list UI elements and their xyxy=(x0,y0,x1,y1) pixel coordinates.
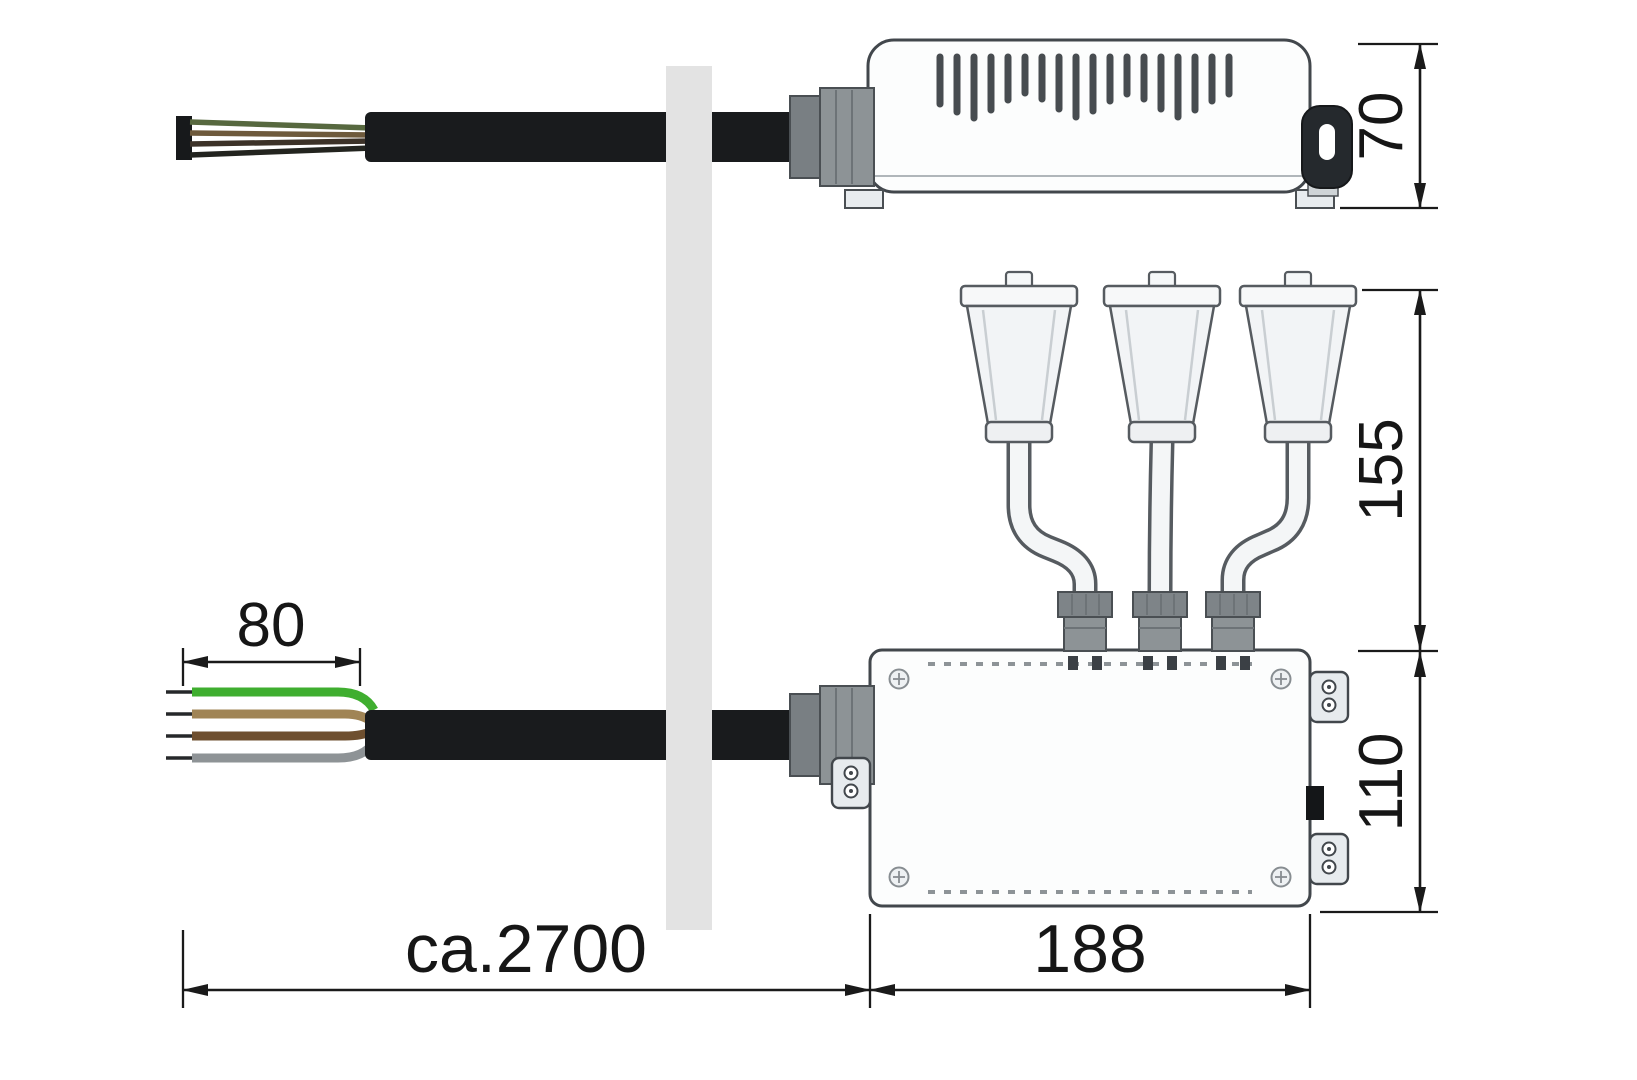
side-view-assembly xyxy=(176,38,1353,209)
mark xyxy=(1167,656,1177,670)
dimension-label-box-width: 188 xyxy=(1033,911,1146,987)
tube-2 xyxy=(1151,441,1171,597)
tube-3 xyxy=(1224,442,1307,596)
device-body xyxy=(866,38,1312,194)
mark xyxy=(1092,656,1102,670)
cable-gland-side xyxy=(789,87,875,187)
mark xyxy=(1216,656,1226,670)
tube-1 xyxy=(1010,442,1094,596)
dimension-label-device-height: 70 xyxy=(1347,92,1416,161)
mark xyxy=(1068,656,1078,670)
stripped-wires-side xyxy=(189,119,373,158)
dimension-188: 188 xyxy=(869,911,1312,1008)
connector-hood-1 xyxy=(959,270,1079,444)
gland-mount-marks xyxy=(1068,656,1250,670)
wire-brown-light xyxy=(192,709,375,726)
wire-gray xyxy=(192,739,378,763)
junction-box xyxy=(868,648,1312,908)
corner-screw-bl xyxy=(888,866,910,888)
wire-green xyxy=(189,119,373,131)
dimension-label-cable-length: ca.2700 xyxy=(405,911,647,987)
mounting-foot-left xyxy=(844,189,884,209)
side-clip-right-top xyxy=(1308,670,1350,724)
ventilation-slots xyxy=(936,53,1233,122)
mark xyxy=(1143,656,1153,670)
cable-gland-top-1 xyxy=(1057,591,1113,652)
corner-screw-br xyxy=(1270,866,1292,888)
wire-gray xyxy=(189,145,373,158)
corner-screw-tr xyxy=(1270,668,1292,690)
end-connector xyxy=(1301,105,1353,197)
wire-brown-dark xyxy=(189,138,373,147)
side-port xyxy=(1306,786,1324,820)
dimension-70: 70 xyxy=(1340,42,1438,210)
connector-hood-3 xyxy=(1238,270,1358,444)
dimension-80: 80 xyxy=(181,591,362,686)
dimension-label-box-height: 110 xyxy=(1347,733,1416,832)
dimension-label-connector-height: 155 xyxy=(1347,418,1416,521)
dimension-155: 155 xyxy=(1347,288,1438,653)
wire-brown-light xyxy=(189,130,373,138)
cable-side-view xyxy=(365,112,800,162)
cable-break-bar xyxy=(666,66,712,930)
connector-tubes xyxy=(1006,441,1311,597)
wire-green xyxy=(192,687,378,713)
corner-screw-tl xyxy=(888,668,910,690)
side-clip-left xyxy=(830,756,872,810)
dimension-label-wire-strip: 80 xyxy=(237,591,306,660)
end-connector-slot xyxy=(1319,124,1335,160)
cable-top-view xyxy=(365,710,800,760)
dimension-ca2700: ca.2700 xyxy=(181,911,872,1008)
wire-end-block xyxy=(176,116,192,160)
dimension-110: 110 xyxy=(1320,651,1438,914)
top-view-assembly xyxy=(166,270,1358,908)
cable-gland-top-2 xyxy=(1132,591,1188,652)
wire-brown-dark xyxy=(192,726,375,741)
side-clip-right-bottom xyxy=(1308,832,1350,886)
stripped-wires-top xyxy=(166,687,378,763)
cable-gland-top-3 xyxy=(1205,591,1261,652)
mark xyxy=(1240,656,1250,670)
connector-hood-2 xyxy=(1102,270,1222,444)
